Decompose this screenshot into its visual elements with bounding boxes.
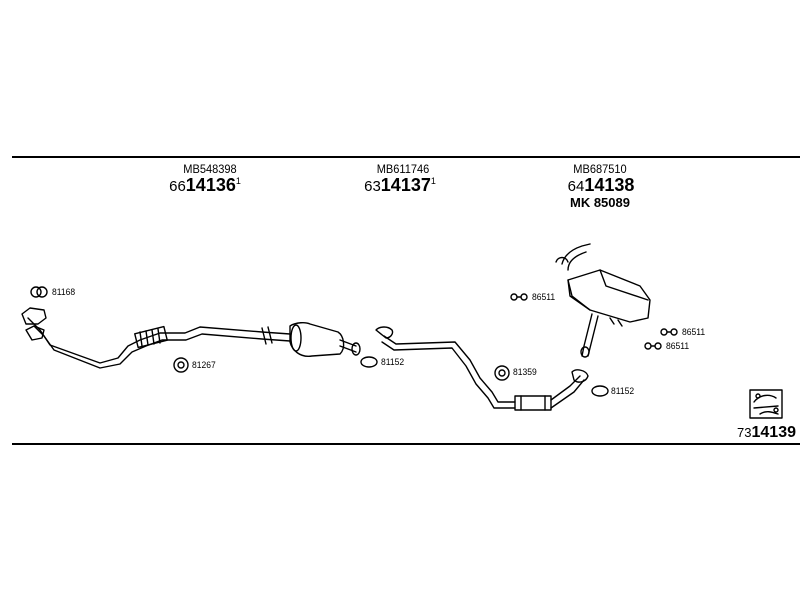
part-number-1[interactable]: 66141361	[125, 175, 285, 196]
front-pipe-drawing[interactable]	[22, 308, 360, 368]
hanger-icon-86511c	[645, 343, 661, 349]
middle-pipe-drawing[interactable]	[376, 327, 588, 410]
hanger-icon-86511b	[661, 329, 677, 335]
oe-number-1: MB548398	[183, 162, 237, 176]
callout-86511-a: 86511	[532, 292, 556, 303]
oe-number-3: MB687510	[573, 162, 627, 176]
callout-81152-b: 81152	[611, 386, 635, 397]
bottom-divider	[12, 443, 800, 445]
part-sup-2: 1	[430, 176, 436, 186]
part-prefix-2: 63	[364, 178, 381, 195]
rear-muffler-drawing[interactable]	[556, 244, 650, 357]
part-main-1: 14136	[185, 175, 236, 195]
gasket-icon-81359	[495, 366, 509, 380]
oe-number-2: MB611746	[376, 162, 430, 176]
hanger-icon-86511a	[511, 294, 527, 300]
clamp-icon-81168	[31, 287, 47, 297]
gasket-icon-81152b	[592, 386, 608, 396]
part-prefix-1: 66	[169, 178, 186, 195]
complete-set-main: 14139	[751, 424, 797, 441]
callout-86511-c: 86511	[666, 341, 690, 352]
mounting-kit-number: MK 85089	[570, 195, 630, 210]
complete-set-number[interactable]: 7314139	[737, 424, 796, 442]
gasket-icon-81267	[174, 358, 188, 372]
callout-81152-a: 81152	[381, 357, 405, 368]
exhaust-set-icon	[750, 390, 782, 418]
part-main-2: 14137	[380, 175, 431, 195]
part-main-3: 14138	[584, 175, 635, 195]
part-number-2[interactable]: 63141371	[320, 175, 480, 196]
callout-86511-b: 86511	[682, 327, 706, 338]
complete-set-prefix: 73	[737, 425, 752, 440]
part-prefix-3: 64	[567, 178, 585, 195]
callout-81359: 81359	[513, 367, 537, 378]
callout-81168: 81168	[52, 287, 76, 298]
callout-81267: 81267	[192, 360, 216, 371]
part-sup-1: 1	[235, 176, 241, 186]
gasket-icon-81152a	[361, 357, 377, 367]
top-divider	[12, 156, 800, 158]
part-number-3[interactable]: 6414138	[521, 175, 681, 196]
